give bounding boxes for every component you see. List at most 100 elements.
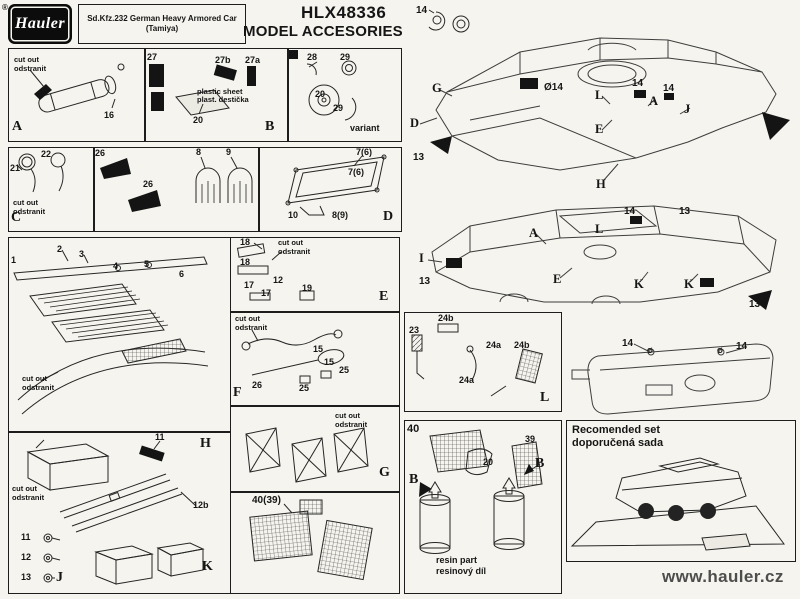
panel-g-frame bbox=[230, 405, 400, 493]
callout-letter: I bbox=[419, 251, 424, 265]
part-number: 20 bbox=[193, 115, 204, 125]
panel-letter-c: C bbox=[11, 210, 22, 225]
callout-letter: E bbox=[595, 122, 604, 136]
part-number: 23 bbox=[409, 325, 420, 335]
callout-letter: A bbox=[529, 226, 539, 240]
part-number: 14 bbox=[416, 5, 428, 16]
callout-letter: L bbox=[595, 222, 604, 236]
callout-number: 13 bbox=[749, 299, 761, 310]
panel-b-frame bbox=[144, 48, 289, 142]
part-number: 25 bbox=[339, 365, 350, 375]
part-number: 39 bbox=[525, 434, 536, 444]
kit-title: Sd.Kfz.232 German Heavy Armored Car bbox=[87, 14, 237, 23]
hauler-logo: Hauler bbox=[8, 4, 72, 44]
odstranit-text: odstranit bbox=[235, 323, 268, 333]
callout-letter: G bbox=[432, 81, 442, 95]
callout-number: 13 bbox=[419, 276, 431, 287]
part-number: 11 bbox=[155, 432, 165, 442]
resin-part-note: resin part bbox=[436, 555, 478, 565]
part-number: 25 bbox=[299, 383, 310, 393]
cut-out-text: cut out bbox=[335, 411, 360, 420]
callout-number: 14 bbox=[632, 78, 644, 89]
panel-letter-j: J bbox=[56, 570, 63, 585]
part-number: 26 bbox=[252, 380, 263, 390]
panel-letter-h: H bbox=[200, 436, 211, 451]
part-number: 24a bbox=[459, 375, 475, 385]
panel-d-frame bbox=[258, 147, 402, 232]
panel-letter-g: G bbox=[379, 465, 390, 480]
panel-letter-k: K bbox=[202, 559, 213, 574]
callout-letter: A bbox=[649, 94, 659, 108]
odstranit-text: odstranit bbox=[12, 493, 45, 503]
website-url: www.hauler.cz bbox=[662, 567, 784, 586]
part-number: 15 bbox=[324, 357, 335, 367]
panel-l-frame bbox=[404, 312, 562, 412]
plastic-sheet-note-cz: plast. destička bbox=[197, 95, 249, 104]
part-number: 6 bbox=[179, 269, 185, 279]
part-number: 17 bbox=[244, 280, 255, 290]
registered-mark: ® bbox=[2, 3, 8, 12]
callout-number: Ø14 bbox=[544, 82, 563, 93]
diameter-mark: Ø bbox=[717, 346, 723, 355]
kit-subject: (Tamiya) bbox=[145, 24, 179, 33]
part-number: 27b bbox=[215, 55, 231, 65]
panel-louvres-frame bbox=[8, 237, 231, 432]
cut-out-text: cut out bbox=[14, 55, 39, 64]
part-number: 24b bbox=[438, 313, 454, 323]
part-number: 12 bbox=[21, 552, 32, 562]
odstranit-text: odstranit bbox=[13, 207, 46, 217]
hauler-logo-text: Hauler bbox=[14, 15, 66, 32]
part-number: 12b bbox=[193, 500, 209, 510]
part-number: 18 bbox=[240, 257, 251, 267]
part-number: 27 bbox=[147, 52, 158, 62]
panel-stowage-frame bbox=[8, 432, 231, 594]
callout-number: 14 bbox=[622, 338, 634, 349]
callout-letter: D bbox=[410, 116, 420, 130]
recommended-set-frame bbox=[566, 420, 796, 562]
part-number: 1 bbox=[11, 255, 17, 265]
part-number: 15 bbox=[313, 344, 324, 354]
callout-letter: E bbox=[553, 272, 562, 286]
part-number: 24a bbox=[486, 340, 502, 350]
odstranit-text: odstranit bbox=[22, 383, 55, 393]
panel-c-frame bbox=[8, 147, 95, 232]
panel-letter-b: B bbox=[265, 119, 275, 134]
panel-letter-d: D bbox=[383, 209, 394, 224]
panel-f-frame bbox=[230, 311, 400, 407]
cut-out-text: cut out bbox=[22, 374, 47, 383]
panel-mesh-frame bbox=[230, 491, 400, 594]
part-number: 20 bbox=[483, 457, 494, 467]
callout-number: 14 bbox=[624, 206, 636, 217]
turret-illustration bbox=[571, 343, 774, 415]
panel-letter-e: E bbox=[379, 289, 389, 304]
part-number: 8(9) bbox=[332, 210, 349, 220]
cut-out-text: cut out bbox=[235, 314, 260, 323]
part-number: 7(6) bbox=[356, 147, 373, 157]
part-number: 8 bbox=[196, 147, 202, 157]
panel-chocks-frame bbox=[93, 147, 260, 232]
panel-letter-b-ref: B bbox=[535, 456, 545, 471]
panel-e-frame bbox=[230, 237, 400, 313]
part-number: 28 bbox=[307, 52, 318, 62]
part-number: 13 bbox=[21, 572, 32, 582]
panel-letter-l: L bbox=[540, 390, 550, 405]
part-number: 26 bbox=[143, 179, 154, 189]
callout-letter: L bbox=[595, 88, 604, 102]
part-number: 16 bbox=[104, 110, 115, 120]
odstranit-text: odstranit bbox=[278, 247, 311, 257]
panel-letter-b-ref: B bbox=[409, 472, 419, 487]
part-number: 9 bbox=[226, 147, 232, 157]
part-number: 21 bbox=[10, 163, 21, 173]
part-number: 19 bbox=[302, 283, 313, 293]
callout-number: 13 bbox=[413, 152, 425, 163]
part-number: 2 bbox=[57, 244, 63, 254]
variant-label: variant bbox=[350, 123, 380, 133]
recommended-set-label-cz: doporučená sada bbox=[572, 437, 664, 449]
part-number: 24b bbox=[514, 340, 530, 350]
part-number: 40 bbox=[407, 423, 420, 435]
